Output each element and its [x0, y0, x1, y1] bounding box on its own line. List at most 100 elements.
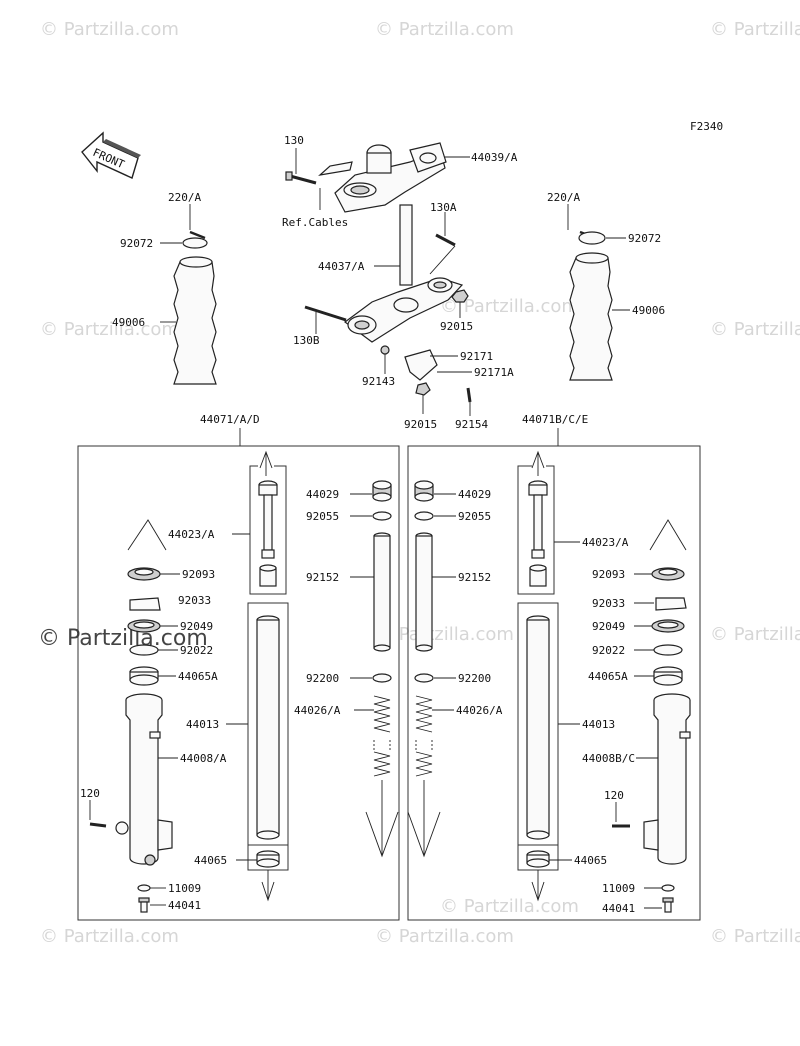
- spring-44026-left-part: [373, 695, 391, 777]
- bolt-130a-part: [435, 233, 456, 247]
- washer-11009-left-part: [137, 884, 151, 892]
- outer-tube-right-part: [643, 693, 691, 865]
- label-44029-left: 44029: [306, 488, 339, 501]
- oil-seal-92093-right-part: [651, 567, 685, 581]
- label-130b: 130B: [293, 334, 320, 347]
- label-49006-left: 49006: [112, 316, 145, 329]
- label-44023-right: 44023/A: [582, 536, 629, 549]
- watermark-text: © Partzilla.com: [40, 926, 179, 947]
- screw-220a-left-part: [189, 230, 206, 240]
- label-44039: 44039/A: [471, 151, 518, 164]
- label-92200-left: 92200: [306, 672, 339, 685]
- label-92033-right: 92033: [592, 597, 625, 610]
- label-130: 130: [284, 134, 304, 147]
- clamp-92072-right-part: [578, 231, 606, 245]
- washer-92200-left-part: [372, 673, 392, 683]
- label-44071-left: 44071/A/D: [200, 413, 260, 426]
- ring-92022-right-part: [653, 644, 683, 656]
- bolt-130b-part: [304, 305, 347, 322]
- left-fork-assembly-box: [77, 445, 400, 921]
- bushing-44065-right-part: [526, 850, 550, 868]
- damper-rod-right-part: [528, 480, 548, 587]
- washer-11009-right-part: [661, 884, 675, 892]
- label-120-right: 120: [604, 789, 624, 802]
- oil-seal-92093-left-part: [127, 567, 161, 581]
- label-92200-right: 92200: [458, 672, 491, 685]
- label-44008-left: 44008/A: [180, 752, 227, 765]
- spacer-92152-left-part: [373, 532, 391, 652]
- nut-92015-part: [451, 289, 469, 303]
- watermark-text: © Partzilla.com: [440, 296, 579, 317]
- label-44026-right: 44026/A: [456, 704, 503, 717]
- ring-92022-left-part: [129, 644, 159, 656]
- label-44065a-right: 44065A: [588, 670, 628, 683]
- watermark-text: © Partzilla.com: [40, 319, 179, 340]
- upper-bracket-part: [318, 142, 447, 213]
- label-44026-left: 44026/A: [294, 704, 341, 717]
- watermark-text: © Partzilla.com: [710, 926, 800, 947]
- label-92171a: 92171A: [474, 366, 514, 379]
- steering-stem-part: [343, 204, 464, 343]
- right-fork-assembly-box: [407, 445, 701, 921]
- snap-ring-92033-right-part: [655, 597, 687, 611]
- bolt-120-left-part: [89, 822, 107, 828]
- ref-cables-note: Ref.Cables: [282, 216, 348, 229]
- clamp-92072-left-part: [182, 237, 208, 249]
- watermark-text: © Partzilla.com: [375, 19, 514, 40]
- label-92055-left: 92055: [306, 510, 339, 523]
- label-120-left: 120: [80, 787, 100, 800]
- label-92015-b: 92015: [404, 418, 437, 431]
- figure-code: F2340: [690, 120, 723, 133]
- label-92015-a: 92015: [440, 320, 473, 333]
- label-44008-right: 44008B/C: [582, 752, 635, 765]
- label-92055-right: 92055: [458, 510, 491, 523]
- label-44065-right: 44065: [574, 854, 607, 867]
- inner-tube-left-part: [256, 615, 280, 840]
- watermark-text: © Partzilla.com: [440, 896, 579, 917]
- label-92093-right: 92093: [592, 568, 625, 581]
- label-92022-right: 92022: [592, 644, 625, 657]
- label-92154: 92154: [455, 418, 488, 431]
- label-92072-right: 92072: [628, 232, 661, 245]
- outer-tube-left-part: [115, 693, 173, 866]
- label-220a-left: 220/A: [168, 191, 201, 204]
- label-49006-right: 49006: [632, 304, 665, 317]
- watermark-text: © Partzilla.com: [375, 926, 514, 947]
- bolt-44041-right-part: [662, 897, 674, 913]
- label-92093-left: 92093: [182, 568, 215, 581]
- damper-rod-left-part: [258, 480, 278, 587]
- label-44023-left: 44023/A: [168, 528, 215, 541]
- label-44065-left: 44065: [194, 854, 227, 867]
- bushing-44065-left-part: [256, 850, 280, 868]
- cap-44029-left-part: [372, 480, 392, 502]
- watermark-text: © Partzilla.com: [710, 624, 800, 645]
- cap-44029-right-part: [414, 480, 434, 502]
- label-220a-right: 220/A: [547, 191, 580, 204]
- label-130a: 130A: [430, 201, 457, 214]
- watermark-text: © Partzilla.com: [710, 319, 800, 340]
- cable-clamp-part: [380, 345, 472, 403]
- fork-boot-right-part: [569, 252, 613, 381]
- label-44071-right: 44071B/C/E: [522, 413, 588, 426]
- bolt-44041-left-part: [138, 897, 150, 913]
- label-92072-left: 92072: [120, 237, 153, 250]
- washer-92049-right-part: [651, 619, 685, 633]
- label-44065a-left: 44065A: [178, 670, 218, 683]
- inner-tube-right-part: [526, 615, 550, 840]
- label-11009-left: 11009: [168, 882, 201, 895]
- label-44041-right: 44041: [602, 902, 635, 915]
- bushing-44065a-left-part: [129, 666, 159, 686]
- label-92022-left: 92022: [180, 644, 213, 657]
- spacer-92152-right-part: [415, 532, 433, 652]
- label-92152-left: 92152: [306, 571, 339, 584]
- label-92143: 92143: [362, 375, 395, 388]
- label-92033-left: 92033: [178, 594, 211, 607]
- watermark-layer: © Partzilla.com © Partzilla.com © Partzi…: [38, 19, 800, 947]
- label-11009-right: 11009: [602, 882, 635, 895]
- o-ring-92055-left-part: [372, 511, 392, 521]
- fork-boot-left-part: [173, 256, 217, 385]
- label-44041-left: 44041: [168, 899, 201, 912]
- label-44037: 44037/A: [318, 260, 365, 273]
- bushing-44065a-right-part: [653, 666, 683, 686]
- label-44013-left: 44013: [186, 718, 219, 731]
